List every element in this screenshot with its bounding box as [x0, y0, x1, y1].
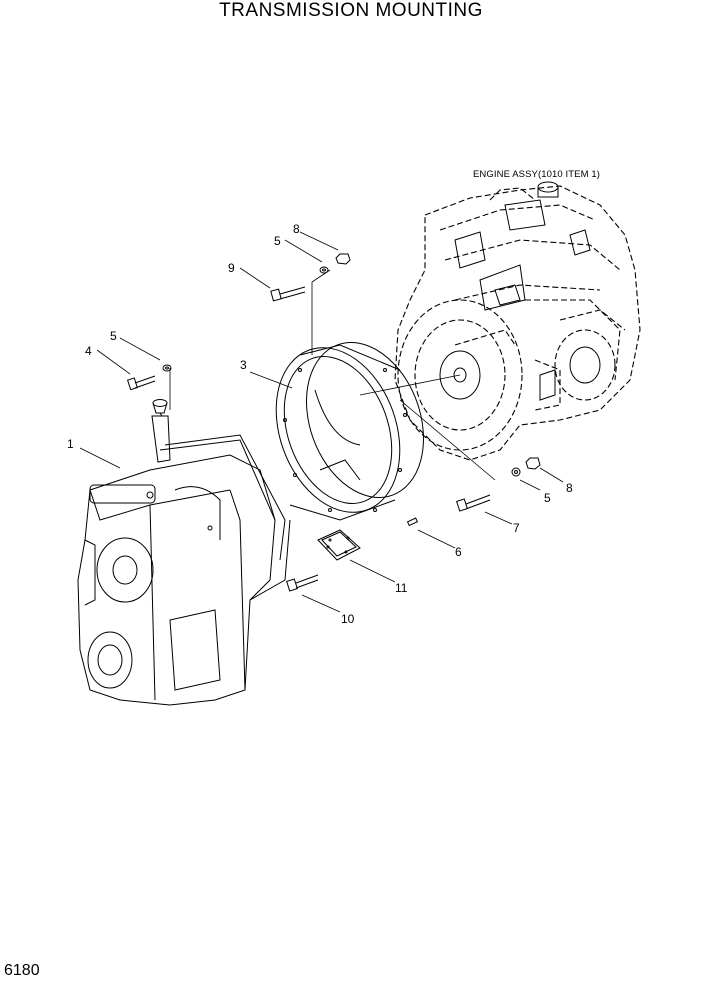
callout-8-top: 8	[293, 222, 300, 236]
callout-5-right: 5	[544, 491, 551, 505]
page-number: 6180	[4, 962, 40, 979]
bolt-7	[456, 494, 491, 512]
leader-lines	[79, 231, 564, 613]
callout-5-top: 5	[274, 234, 281, 248]
callout-4: 4	[85, 344, 92, 358]
bolt-4	[126, 375, 156, 391]
bell-housing	[275, 342, 424, 521]
cover-plate-11	[317, 529, 361, 561]
callout-6: 6	[455, 545, 462, 559]
callout-9: 9	[228, 261, 235, 275]
callout-10: 10	[341, 612, 355, 626]
dipstick	[151, 399, 171, 463]
transmission	[77, 434, 291, 706]
callout-11: 11	[395, 581, 408, 595]
engine-assembly	[394, 185, 641, 461]
bolt-9	[270, 286, 306, 302]
washer-5c	[511, 467, 521, 477]
engine-details	[439, 181, 601, 401]
callout-7: 7	[513, 521, 520, 535]
nut-8b	[525, 457, 541, 470]
callout-3: 3	[240, 358, 247, 372]
dowel-pin-6	[406, 517, 419, 527]
washer-5b	[319, 266, 329, 274]
engine-assy-label: ENGINE ASSY(1010 ITEM 1)	[473, 169, 600, 180]
callout-8-right: 8	[566, 481, 573, 495]
page-title: TRANSMISSION MOUNTING	[219, 0, 483, 21]
callout-1: 1	[67, 437, 74, 451]
callout-5-left: 5	[110, 329, 117, 343]
nut-8a	[335, 253, 351, 265]
washer-5a	[162, 364, 172, 372]
bolt-10	[286, 574, 319, 592]
